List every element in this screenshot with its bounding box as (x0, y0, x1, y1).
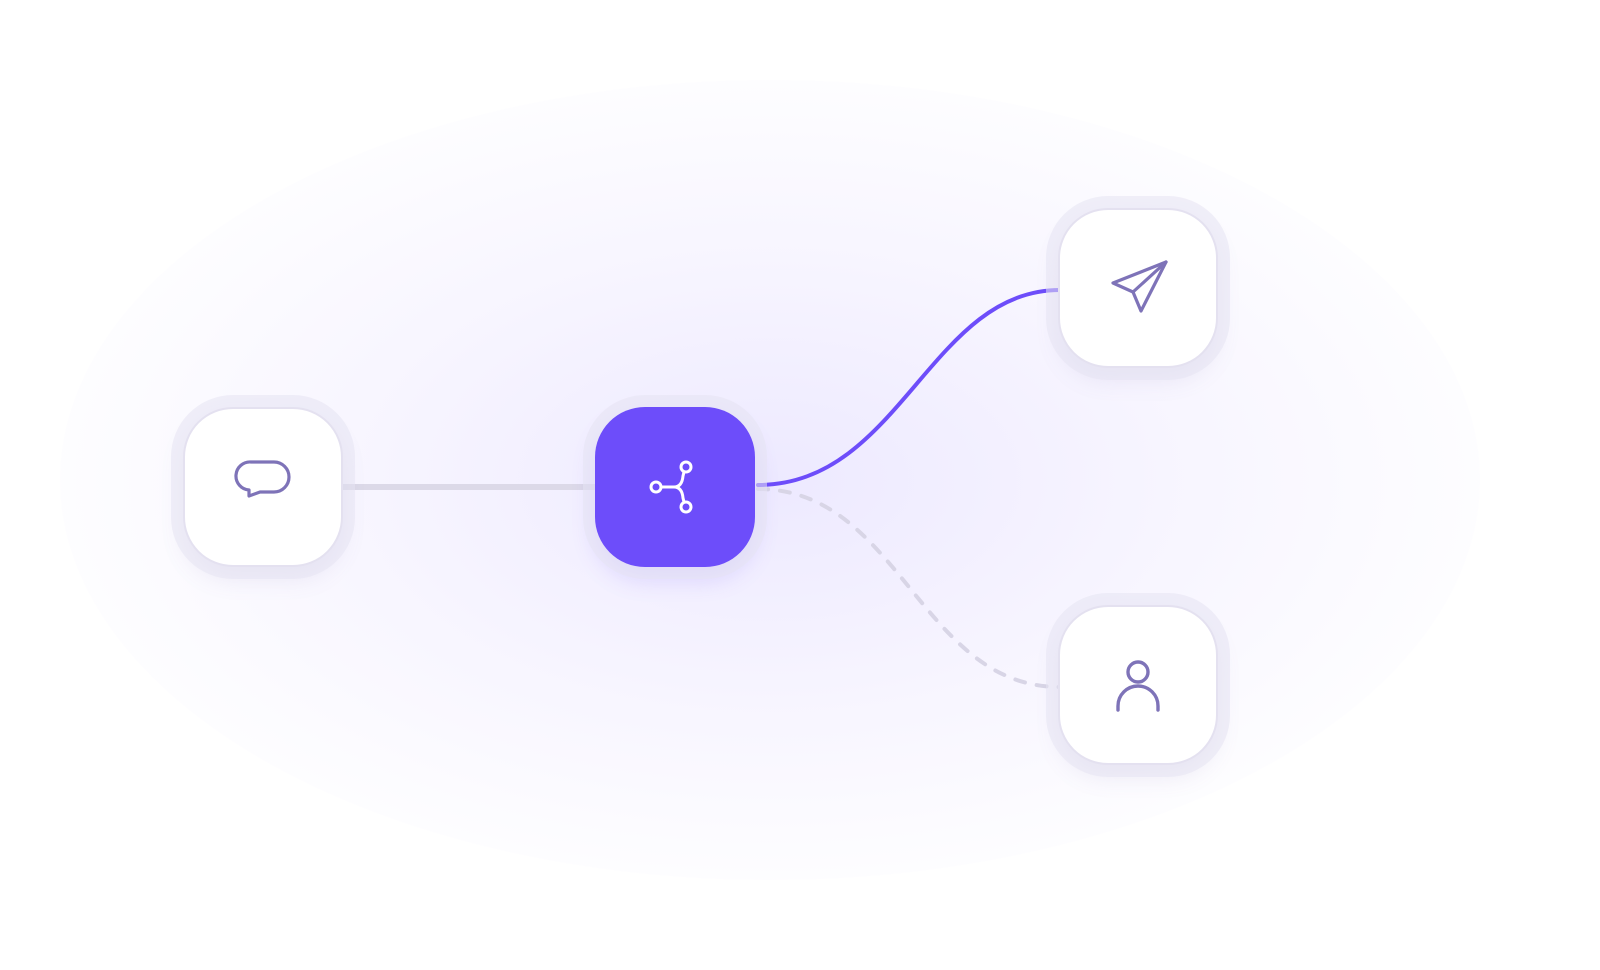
chat-node[interactable] (183, 407, 343, 567)
edge-branch-to-user (756, 487, 1062, 689)
chat-bubble-icon (228, 452, 298, 522)
edge-branch-to-send (756, 288, 1062, 487)
paper-plane-icon (1103, 253, 1173, 323)
send-node[interactable] (1058, 208, 1218, 368)
branch-split-icon (640, 452, 710, 522)
branch-hub-node[interactable] (595, 407, 755, 567)
user-node[interactable] (1058, 605, 1218, 765)
user-icon (1103, 650, 1173, 720)
